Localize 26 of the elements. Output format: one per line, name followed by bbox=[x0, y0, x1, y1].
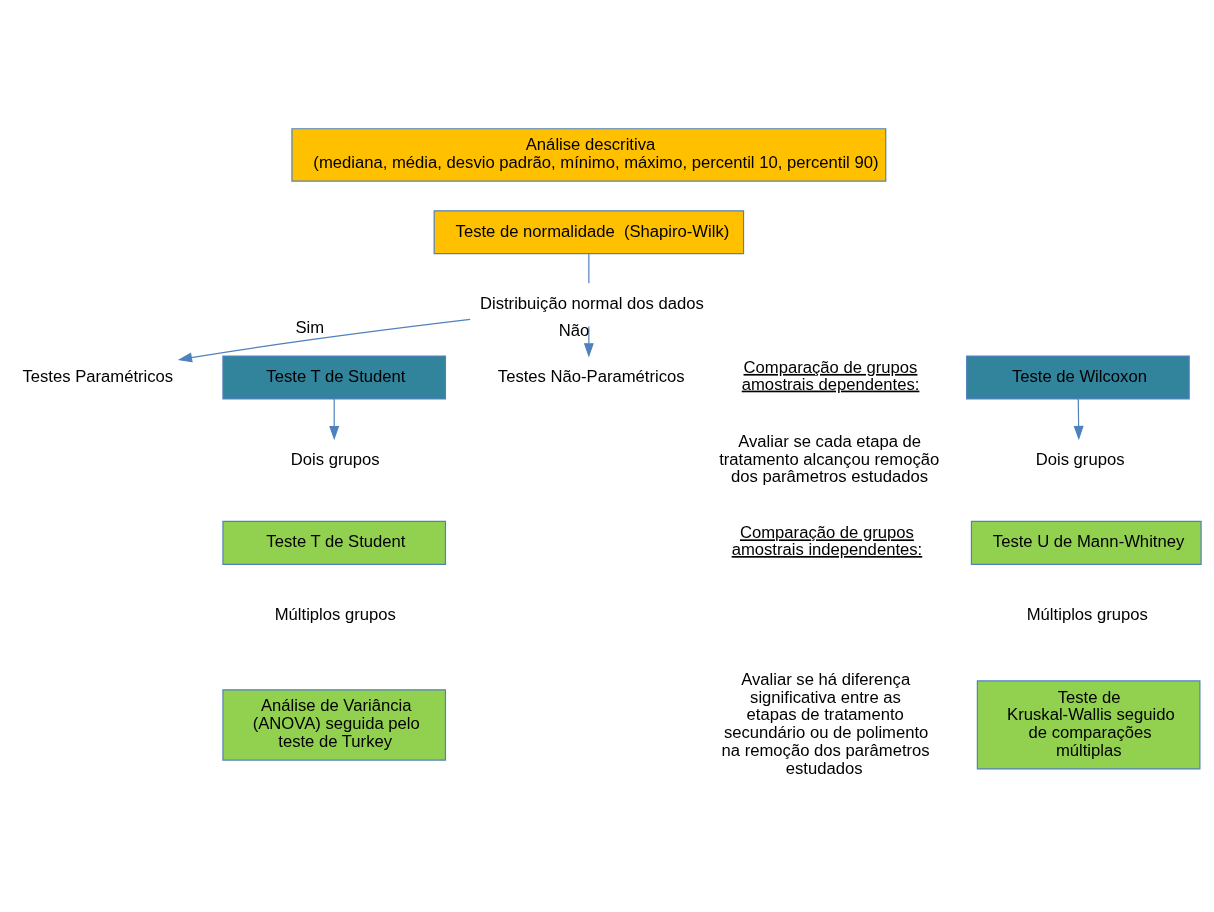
arrow bbox=[177, 318, 471, 363]
node-box: Análise descritiva (mediana, média, desvio padrão, mínimo, máximo, percentil 10, percentil 90) bbox=[291, 128, 887, 182]
edge-label: Não bbox=[558, 321, 590, 341]
node-box: Teste de normalidade (Shapiro-Wilk) bbox=[433, 210, 745, 255]
arrow bbox=[583, 325, 594, 358]
node-box: Teste U de Mann-Whitney bbox=[970, 520, 1202, 565]
node-text: Testes Não-Paramétricos bbox=[497, 366, 685, 386]
label: Avaliar se cada etapa de tratamento alcançou remoção dos parâmetros estudados bbox=[719, 431, 940, 487]
node-box: Teste T de Student bbox=[222, 520, 447, 565]
arrow bbox=[1073, 398, 1084, 441]
node-text: Distribuição normal dos dados bbox=[479, 294, 704, 314]
node-text: Dois grupos bbox=[290, 449, 380, 469]
label: Múltiplos grupos bbox=[274, 604, 396, 624]
node-box: Análise de Variância (ANOVA) seguida pelo teste de Turkey bbox=[222, 689, 447, 761]
edge-label: Sim bbox=[295, 318, 325, 338]
node-box: Teste de Kruskal-Wallis seguido de comparações múltiplas bbox=[976, 680, 1201, 770]
label: Comparação de grupos amostrais independentes: bbox=[731, 523, 923, 560]
label: Comparação de grupos amostrais dependentes: bbox=[741, 357, 920, 394]
node-text: Dois grupos bbox=[1035, 449, 1125, 469]
node-text: Testes Paramétricos bbox=[22, 366, 174, 386]
node-box: Teste T de Student bbox=[222, 355, 447, 400]
node-box: Teste de Wilcoxon bbox=[966, 355, 1190, 400]
label: Múltiplos grupos bbox=[1026, 604, 1148, 624]
connector bbox=[588, 253, 590, 284]
label: Avaliar se há diferença significativa entre as etapas de tratamento secundário ou de polimento na remoção dos parâmetros estudados bbox=[721, 669, 930, 778]
arrow bbox=[329, 398, 340, 441]
